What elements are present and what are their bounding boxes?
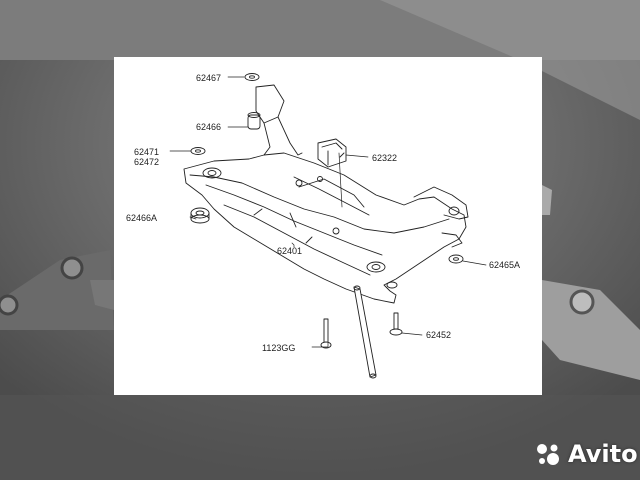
label-62401: 62401 [277, 246, 303, 256]
washer-62467 [244, 73, 260, 81]
avito-logo-icon [537, 444, 559, 465]
label-1123GG: 1123GG [262, 343, 296, 353]
avito-watermark: Avito [534, 436, 638, 472]
bushing-62466 [247, 112, 261, 130]
bushing-62465A [448, 254, 464, 264]
left-control-arm [0, 250, 114, 330]
label-62471: 62471 [134, 147, 160, 157]
label-62467: 62467 [196, 73, 222, 83]
crossmember-62401 [183, 84, 469, 304]
label-62472: 62472 [134, 157, 160, 167]
bolt-1123GG [320, 318, 332, 349]
label-62466: 62466 [196, 122, 222, 132]
bushing-62466A [190, 207, 210, 224]
label-62466A: 62466A [126, 213, 158, 223]
bolt-62452 [389, 312, 403, 336]
avito-watermark-text: Avito [568, 440, 638, 468]
label-62322: 62322 [372, 153, 398, 163]
washer-62471 [190, 147, 206, 155]
right-control-arm [542, 185, 640, 380]
label-62452: 62452 [426, 330, 452, 340]
leader-lines [169, 76, 487, 348]
stay-rod [353, 285, 377, 379]
mount-62322 [317, 138, 347, 168]
subframe-diagram [169, 73, 487, 379]
diagram-panel: 62467 62466 62471 62472 62322 62466A 624… [114, 57, 542, 395]
label-62465A: 62465A [489, 260, 521, 270]
